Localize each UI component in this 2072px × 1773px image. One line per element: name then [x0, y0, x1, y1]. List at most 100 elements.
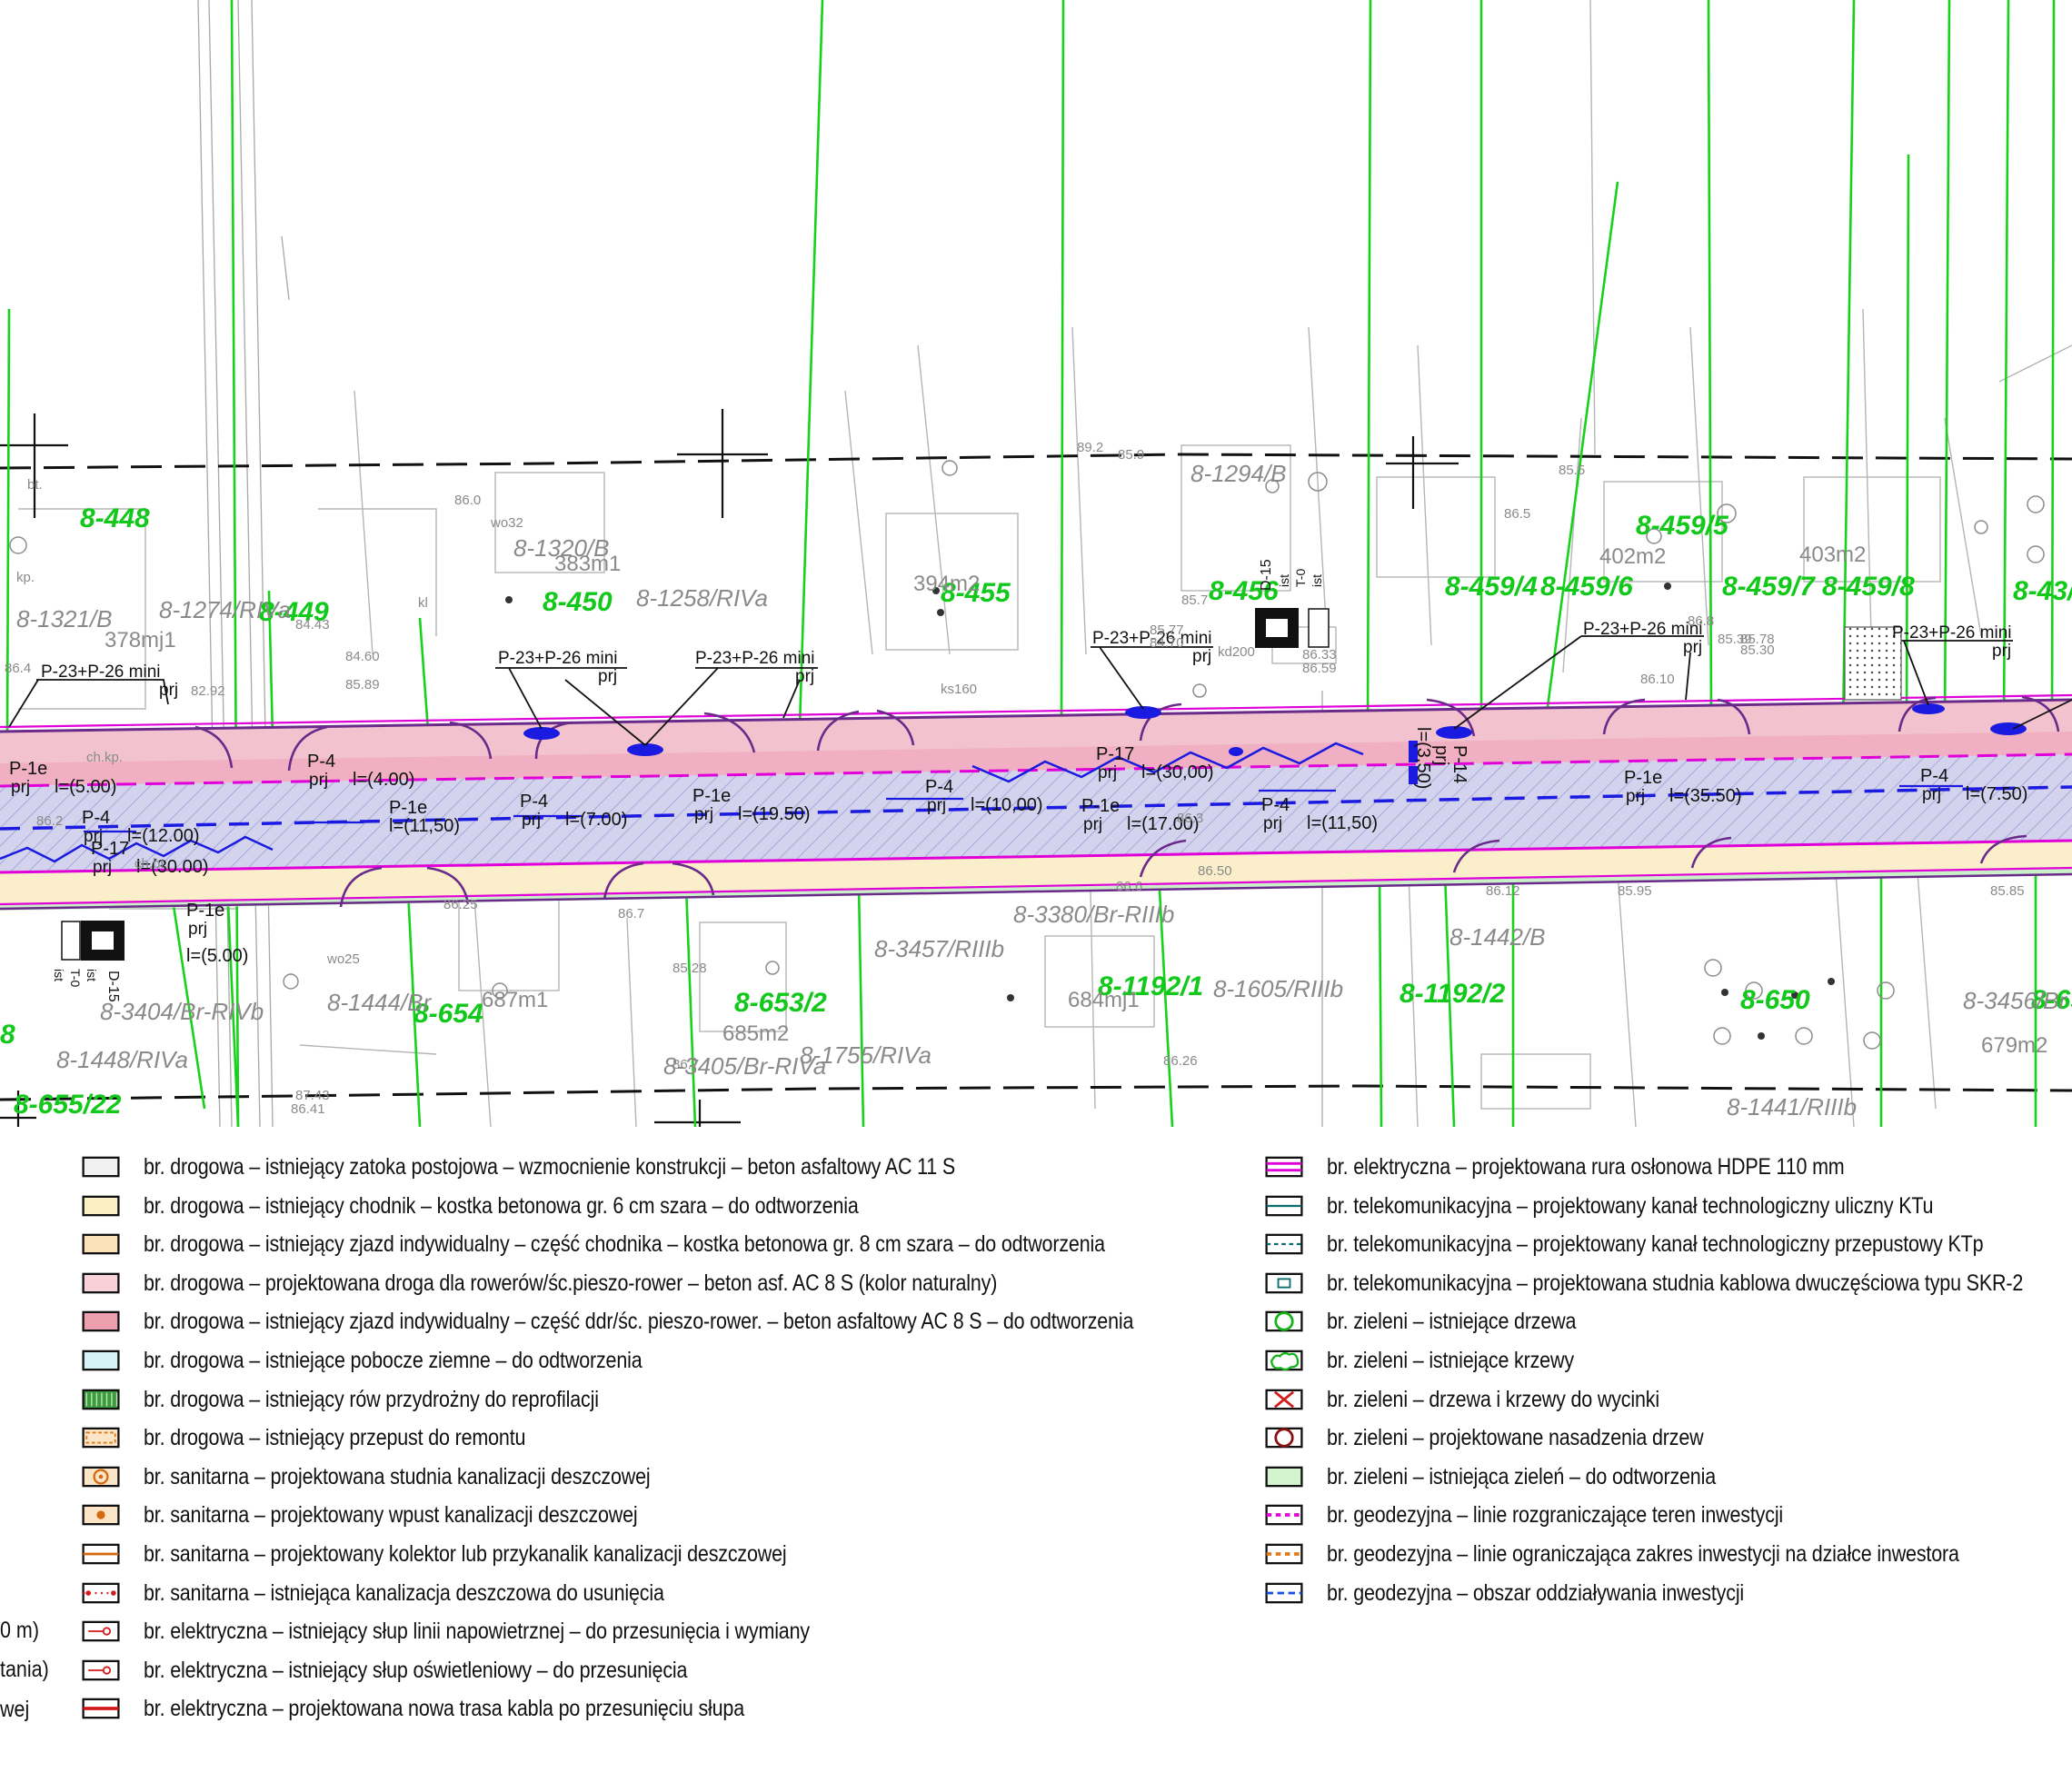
sign-length: l=(4.00) [353, 770, 414, 790]
legend-item-text: br. drogowa – istniejący zatoka postojow… [144, 1154, 956, 1180]
legend-item-text: br. elektryczna – istniejący słup linii … [144, 1619, 810, 1645]
area-label: 684mj1 [1068, 988, 1140, 1012]
small-map-label: 85.78 [1740, 632, 1775, 647]
sign-sub: prj [309, 771, 328, 790]
parcel-label-green: 8 [0, 1020, 15, 1050]
utility-corridor [197, 0, 1323, 1127]
small-map-label: 86.4 [5, 661, 31, 676]
bus-stop-sign-lower [61, 921, 125, 961]
sign-code: P-1e [186, 901, 224, 921]
sign-code: P-1e [692, 786, 731, 806]
legend-item-text: br. zieleni – projektowane nasadzenia dr… [1327, 1425, 1704, 1451]
p17-zigzag [0, 742, 1364, 863]
parcel-label-gray: 8-3404/Br-RIVb [100, 998, 264, 1025]
boundary-lines [0, 453, 2072, 1101]
parcel-label-green: 8-455 [941, 578, 1011, 608]
sign-code: P-4 [82, 808, 110, 828]
area-label: 402m2 [1599, 544, 1666, 569]
sign-length: l=(35.50) [1669, 786, 1742, 806]
callout-sub: prj [159, 681, 178, 700]
small-map-label: 86.2 [36, 813, 63, 829]
area-label: 685m2 [722, 1021, 789, 1046]
callout-leaders [8, 635, 2072, 746]
area-label: 394m2 [913, 572, 980, 596]
small-map-label: 82.92 [191, 683, 225, 699]
cyan-box-icon [82, 1350, 120, 1371]
site-plan-map: 8-4488-4498-4508-4558-4568-459/48-459/58… [0, 0, 2072, 1127]
area-label: 679m2 [1981, 1033, 2047, 1058]
sign-sub: prj [93, 858, 112, 877]
callout-sub: prj [795, 667, 814, 686]
parcel-label-green: 8-653/2 [734, 988, 827, 1018]
small-map-label: 86.5 [1504, 506, 1530, 522]
legend-item-text: br. telekomunikacyjna – projektowana stu… [1327, 1270, 2024, 1296]
small-map-label: 85.5 [1559, 463, 1585, 478]
parcel-label-green: 8-1192/2 [1400, 979, 1506, 1009]
small-map-label: 86.3 [1177, 811, 1203, 826]
legend-item-text: br. telekomunikacyjna – projektowany kan… [1327, 1231, 1984, 1258]
parcel-label-gray: 8-1258/RIVa [636, 584, 768, 612]
sign-code: P-4 [1261, 795, 1290, 815]
legend-item-text: br. drogowa – istniejący zjazd indywidua… [144, 1231, 1105, 1258]
callout-sub: prj [1992, 642, 2011, 661]
manhole-icon [82, 1466, 120, 1488]
small-map-label: 86.41 [291, 1101, 325, 1117]
callout-label: P-23+P-26 mini [1583, 620, 1702, 639]
parcel-label-gray: 8-1444/Br [327, 989, 433, 1016]
legend-item-text: br. drogowa – istniejący zjazd indywidua… [144, 1309, 1134, 1335]
legend-item-text: br. elektryczna – projektowana rura osło… [1327, 1154, 1845, 1180]
red-line-icon [82, 1698, 120, 1719]
sign-sub: prj [927, 796, 946, 815]
legend-item-text: br. telekomunikacyjna – projektowany kan… [1327, 1192, 1934, 1219]
bus-stop-sign-upper [1255, 608, 1330, 648]
sign-length: l=(5.00) [55, 777, 116, 797]
parcel-label-green: 8-655/22 [14, 1090, 122, 1120]
legend-item-text: br. sanitarna – projektowany kolektor lu… [144, 1540, 787, 1567]
edge-fragment: tania) [0, 1657, 49, 1682]
small-map-label: wo25 [326, 951, 360, 967]
sign-sub: prj [1083, 815, 1102, 834]
sign-length: l=(19.50) [738, 804, 811, 824]
small-map-label: 86.59 [1302, 661, 1337, 676]
rose-box-icon [82, 1311, 120, 1332]
legend-item-text: br. elektryczna – istniejący słup oświet… [144, 1657, 688, 1683]
parcel-label-gray: 8-3457/RIIIb [874, 935, 1004, 962]
legend-item-text: br. zieleni – drzewa i krzewy do wycinki [1327, 1386, 1659, 1412]
blue-dash-icon [1265, 1582, 1303, 1603]
small-map-label: 86.10 [1640, 672, 1675, 687]
legend-item-text: br. geodezyjna – linie ograniczająca zak… [1327, 1540, 1959, 1567]
pole-icon [82, 1659, 120, 1681]
sign-sub: prj [694, 805, 713, 824]
small-map-label: 86.7 [618, 906, 644, 921]
sign-box-c: ist [85, 969, 99, 981]
sign-box-a: ist [1277, 574, 1291, 587]
small-map-label: 86.26 [1163, 1053, 1198, 1069]
legend-item-text: br. geodezyjna – linie rozgraniczające t… [1327, 1502, 1784, 1529]
sign-code: P-4 [307, 752, 335, 772]
area-label: 383m1 [554, 552, 621, 576]
callout-sub: prj [1192, 647, 1211, 666]
yellow-box-icon [82, 1195, 120, 1216]
small-map-label: 86.12 [1486, 883, 1520, 899]
small-map-label: kd200 [1218, 644, 1255, 660]
legend-item-text: br. zieleni – istniejąca zieleń – do odt… [1327, 1463, 1716, 1489]
area-label: 378mj1 [105, 628, 176, 652]
small-map-label: kl [418, 595, 428, 611]
callout-label: P-23+P-26 mini [695, 649, 814, 668]
sign-code: P-14 [1449, 745, 1469, 783]
legend-item-text: br. elektryczna – projektowana nowa tras… [144, 1696, 745, 1722]
sign-length: l=(11,50) [389, 816, 460, 836]
tree-red-icon [1265, 1427, 1303, 1449]
sign-length: l=(7.00) [565, 810, 627, 830]
road-cross-section [0, 693, 2072, 911]
parcel-label-green: 8-650 [1740, 985, 1810, 1015]
sign-sub: prj [1922, 785, 1941, 804]
small-map-label: wo32 [490, 515, 523, 531]
sign-code: P-17 [1096, 744, 1134, 764]
small-map-label: 86.8 [1688, 613, 1714, 629]
sign-box-b: T-0 [68, 969, 83, 987]
parcel-label-green: 8-459/7 [1722, 572, 1816, 602]
